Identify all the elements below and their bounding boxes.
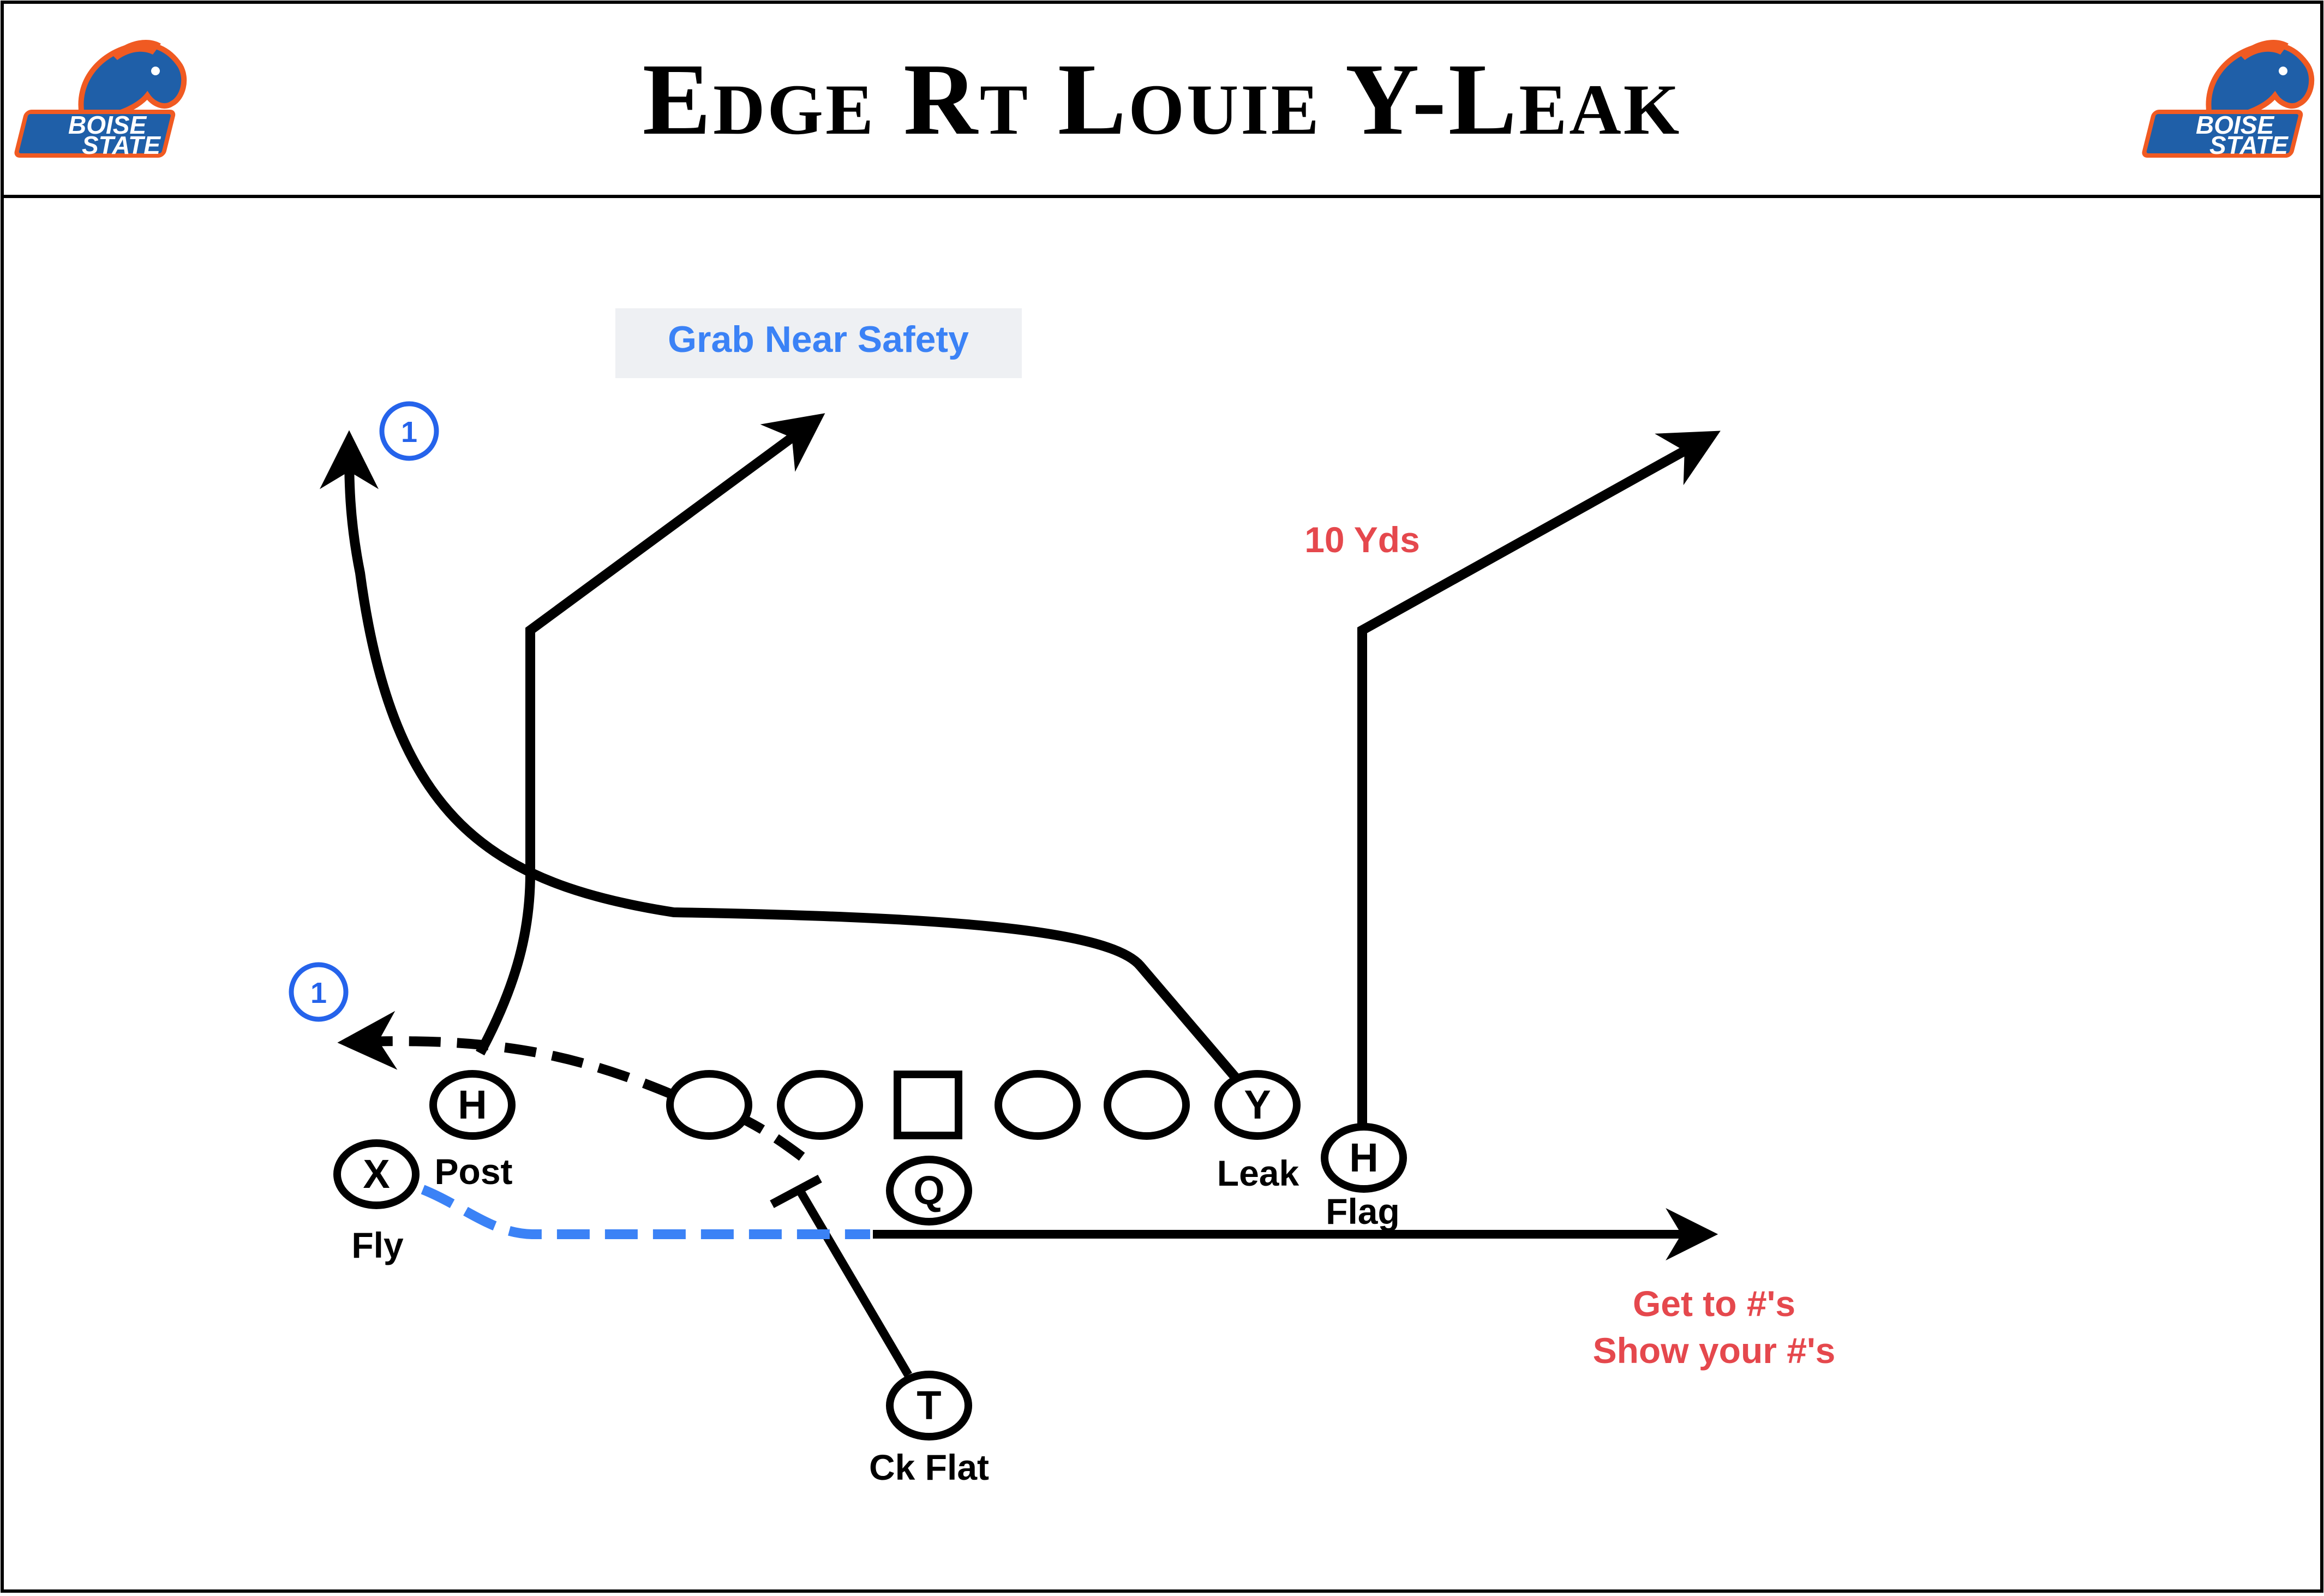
route-label-leak: Leak (1217, 1153, 1299, 1193)
note-grab-near-safety: Grab Near Safety (668, 319, 969, 360)
progression-mark-1: 1 (379, 401, 439, 461)
logo-right-line1: BOISE (2196, 111, 2274, 139)
svg-text:H: H (458, 1082, 487, 1127)
player-left-tackle (666, 1070, 752, 1140)
player-q: Q (886, 1156, 972, 1226)
block-mark (770, 1174, 822, 1209)
route-post (476, 413, 825, 1056)
player-t: T (886, 1371, 972, 1440)
route-label-post: Post (434, 1151, 512, 1192)
page-title: Edge Rt Louie Y-Leak (643, 42, 1682, 156)
logo-left-line1: BOISE (68, 111, 147, 139)
player-right-guard (995, 1070, 1081, 1140)
player-y: Y (1214, 1070, 1301, 1140)
svg-text:X: X (363, 1151, 390, 1197)
svg-text:T: T (917, 1383, 941, 1428)
route-leak (320, 430, 1239, 1081)
player-x: X (333, 1139, 420, 1209)
motion-dashed (421, 1185, 870, 1239)
player-right-tackle (1104, 1070, 1190, 1140)
svg-text:1: 1 (310, 977, 327, 1009)
note-ten-yds: 10 Yds (1304, 519, 1420, 560)
boise-state-logo-right: BOISE STATE (2142, 39, 2315, 159)
route-label-fly: Fly (351, 1225, 404, 1265)
svg-text:Y: Y (1244, 1082, 1271, 1127)
route-label-ck-flat: Ck Flat (869, 1447, 989, 1487)
progression-mark-2: 1 (289, 962, 349, 1022)
svg-text:Q: Q (913, 1168, 945, 1213)
player-h-right: H (1321, 1123, 1407, 1193)
player-h-left: H (429, 1070, 516, 1140)
route-label-flag: Flag (1326, 1191, 1400, 1232)
route-qb-dashed (337, 1011, 805, 1161)
note-get-to-numbers: Get to #'s (1633, 1283, 1795, 1324)
svg-text:H: H (1349, 1135, 1378, 1180)
note-box (615, 308, 1022, 378)
svg-text:1: 1 (401, 416, 417, 449)
route-flag (1357, 431, 1721, 1132)
logo-right-line2: STATE (2209, 131, 2289, 159)
player-left-guard (777, 1070, 863, 1140)
route-ck-flat (795, 1187, 912, 1378)
player-center (894, 1071, 962, 1139)
note-show-numbers: Show your #'s (1593, 1330, 1836, 1371)
logo-left-line2: STATE (82, 131, 161, 159)
boise-state-logo-left: BOISE STATE (14, 39, 187, 159)
